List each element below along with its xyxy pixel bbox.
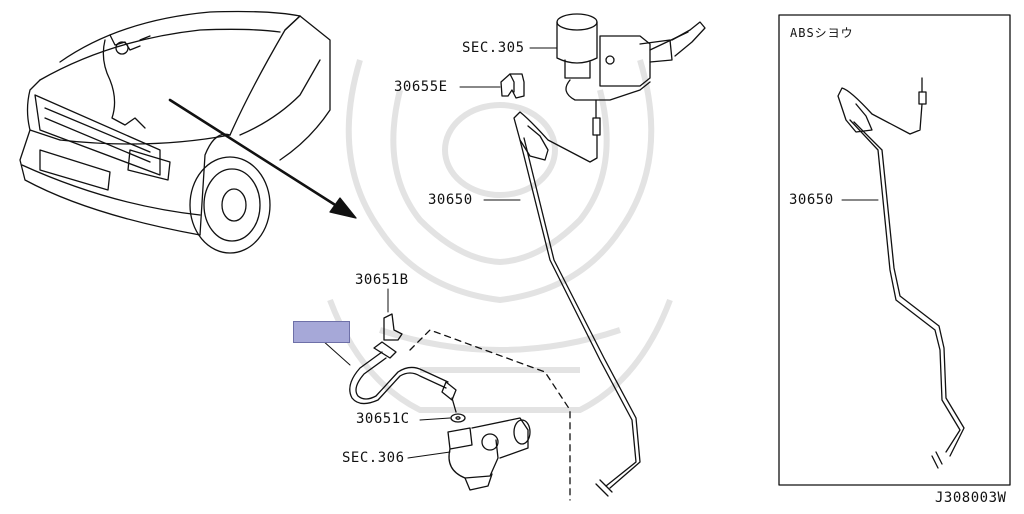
pipe-clip-30655e [500, 73, 525, 99]
watermark-emblem [327, 59, 673, 413]
label-30650-inset[interactable]: 30650 [789, 192, 834, 208]
leader-lines [321, 47, 879, 459]
label-sec305[interactable]: SEC.305 [462, 40, 525, 56]
washer-30651c [450, 413, 466, 423]
label-30655e[interactable]: 30655E [394, 79, 448, 95]
highlighted-part-marker[interactable] [293, 321, 350, 343]
inset-title: ABSシヨウ [790, 26, 854, 40]
clutch-tube-30650 [513, 111, 641, 497]
inset-clutch-tube [837, 77, 965, 469]
label-30651b[interactable]: 30651B [355, 272, 409, 288]
clutch-hose [349, 341, 457, 413]
label-30650-main[interactable]: 30650 [428, 192, 473, 208]
inset-frame [778, 14, 1011, 486]
clip-30651b [383, 313, 403, 341]
location-arrow [168, 98, 357, 219]
drawing-code: J308003W [935, 490, 1007, 506]
label-sec306[interactable]: SEC.306 [342, 450, 405, 466]
label-30651c[interactable]: 30651C [356, 411, 410, 427]
dashed-leader [409, 329, 571, 501]
clutch-master-cylinder [556, 13, 706, 136]
vehicle-sketch [19, 10, 331, 254]
clutch-operating-cylinder [447, 417, 531, 491]
